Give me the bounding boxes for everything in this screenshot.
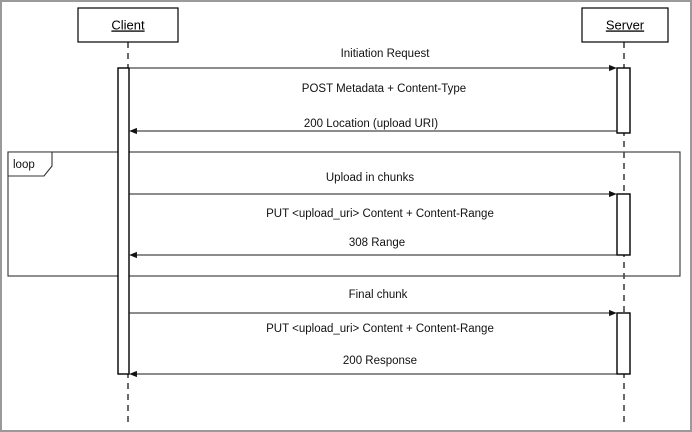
loop-fragment-tab (7, 151, 53, 177)
message-label-308-range: 308 Range (349, 237, 405, 249)
loop-fragment-box (7, 151, 681, 277)
message-post-metadata: POST Metadata + Content-Type (129, 64, 617, 95)
loop-fragment-label: loop (13, 159, 35, 171)
message-label-put-final-chunk: PUT <upload_uri> Content + Content-Range (266, 323, 494, 335)
message-put-chunk: PUT <upload_uri> Content + Content-Range (129, 190, 617, 220)
message-put-final-chunk: PUT <upload_uri> Content + Content-Range (129, 309, 617, 335)
client-activation-bar (117, 67, 130, 375)
message-label-post-metadata: POST Metadata + Content-Type (302, 83, 466, 95)
participant-server-box[interactable] (581, 7, 669, 43)
message-200-response: 200 Response (129, 355, 617, 378)
message-label-200-response: 200 Response (343, 355, 417, 367)
participant-server[interactable]: Server (581, 7, 669, 43)
participant-client[interactable]: Client (77, 7, 179, 43)
loop-fragment: loop (7, 151, 681, 277)
server-activation-bar-2 (616, 193, 631, 256)
message-label-200-location: 200 Location (upload URI) (304, 118, 438, 130)
participant-client-label: Client (111, 17, 145, 32)
message-label-initiation-request: Initiation Request (341, 48, 431, 60)
message-label-upload-in-chunks: Upload in chunks (326, 172, 414, 184)
message-label-final-chunk: Final chunk (349, 289, 408, 301)
server-activation-bar-1 (616, 67, 631, 134)
server-activation-bar-3 (616, 312, 631, 375)
message-200-location: 200 Location (upload URI) (129, 118, 617, 135)
message-308-range: 308 Range (129, 237, 617, 259)
participant-server-label: Server (606, 17, 645, 32)
message-label-put-chunk: PUT <upload_uri> Content + Content-Range (266, 208, 494, 220)
participant-client-box[interactable] (77, 7, 179, 43)
